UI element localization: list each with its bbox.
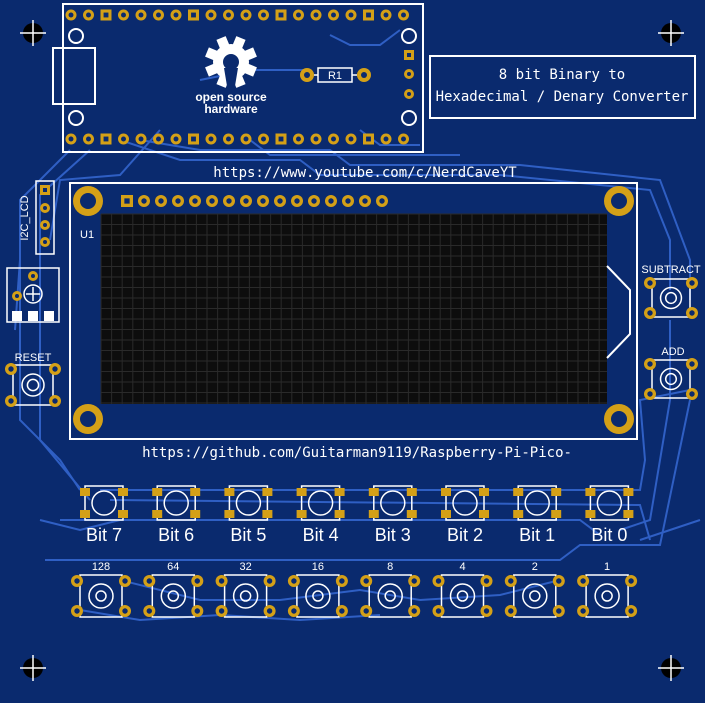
bit-switch[interactable]: Bit 3 xyxy=(368,485,417,545)
i2c-label: I2C_LCD xyxy=(19,195,31,240)
lcd-mount-holes xyxy=(73,186,634,434)
lcd-ref-label: U1 xyxy=(80,229,94,241)
place-value-label: 64 xyxy=(167,561,179,573)
place-value-button[interactable]: 32 xyxy=(215,561,276,618)
bit-switch[interactable]: Bit 6 xyxy=(152,485,201,545)
title-box xyxy=(429,55,696,119)
title-line-2: Hexadecimal / Denary Converter xyxy=(436,89,689,105)
resistor-r1 xyxy=(300,67,371,83)
debug-pin-header xyxy=(404,50,414,99)
reset-label: RESET xyxy=(15,352,52,364)
bit-switch[interactable]: Bit 1 xyxy=(513,485,562,545)
place-value-button[interactable]: 2 xyxy=(504,561,565,618)
bit-switch-row: Bit 7 Bit 6 Bit 5 Bit 4 Bit 3 Bit 2 Bit 1 Bit 0 xyxy=(80,485,634,545)
place-value-button[interactable]: 8 xyxy=(360,561,421,618)
resistor-label: R1 xyxy=(328,70,342,82)
bit-switch-label: Bit 2 xyxy=(447,525,483,545)
lcd-module xyxy=(69,182,638,440)
mounting-hole-icon xyxy=(658,20,684,46)
place-value-button[interactable]: 4 xyxy=(432,561,493,618)
place-value-button[interactable]: 16 xyxy=(287,561,348,618)
mounting-hole-icon xyxy=(658,655,684,681)
osh-line2: hardware xyxy=(204,102,258,116)
pico-pin-row-bottom xyxy=(65,133,409,145)
subtract-button[interactable] xyxy=(644,277,698,319)
youtube-url: https://www.youtube.com/c/NerdCaveYT xyxy=(213,165,517,181)
bit-switch-label: Bit 3 xyxy=(375,525,411,545)
place-value-button[interactable]: 64 xyxy=(143,561,204,618)
place-value-label: 2 xyxy=(532,561,538,573)
bit-switch[interactable]: Bit 2 xyxy=(441,485,489,545)
osh-line1: open source xyxy=(195,90,267,104)
github-url: https://github.com/Guitarman9119/Raspber… xyxy=(142,445,572,461)
bit-switch[interactable]: Bit 5 xyxy=(224,485,273,545)
title-line-1: 8 bit Binary to xyxy=(499,67,625,83)
bit-switch[interactable]: Bit 0 xyxy=(585,485,634,545)
reset-button[interactable] xyxy=(5,363,61,407)
copper-traces xyxy=(14,29,701,622)
subtract-label: SUBTRACT xyxy=(641,264,701,276)
potentiometer xyxy=(6,267,60,323)
place-value-label: 32 xyxy=(239,561,251,573)
bit-switch-label: Bit 5 xyxy=(230,525,266,545)
place-value-label: 1 xyxy=(604,561,610,573)
bit-switch-label: Bit 1 xyxy=(519,525,555,545)
bit-switch[interactable]: Bit 7 xyxy=(80,485,128,545)
place-value-label: 8 xyxy=(387,561,393,573)
bit-switch-label: Bit 6 xyxy=(158,525,194,545)
bit-switch-label: Bit 0 xyxy=(591,525,627,545)
mounting-hole-icon xyxy=(20,20,46,46)
pico-module xyxy=(52,3,424,153)
open-source-hardware-gear-icon xyxy=(205,36,257,88)
bit-switch-label: Bit 4 xyxy=(303,525,339,545)
place-value-button[interactable]: 1 xyxy=(577,561,638,618)
place-value-button-row: 128 64 32 16 8 4 2 1 xyxy=(71,561,638,618)
add-label: ADD xyxy=(661,346,684,358)
lcd-pin-header xyxy=(121,195,388,207)
add-button[interactable] xyxy=(644,358,698,400)
mounting-holes xyxy=(20,20,684,681)
i2c-connector xyxy=(35,180,55,255)
place-value-button[interactable]: 128 xyxy=(71,561,131,618)
place-value-label: 4 xyxy=(459,561,465,573)
bit-switch[interactable]: Bit 4 xyxy=(296,485,345,545)
pico-pin-row-top xyxy=(65,9,409,21)
lcd-pixel-grid xyxy=(100,213,607,404)
place-value-label: 128 xyxy=(92,561,110,573)
bit-switch-label: Bit 7 xyxy=(86,525,122,545)
place-value-label: 16 xyxy=(312,561,324,573)
mounting-hole-icon xyxy=(20,655,46,681)
